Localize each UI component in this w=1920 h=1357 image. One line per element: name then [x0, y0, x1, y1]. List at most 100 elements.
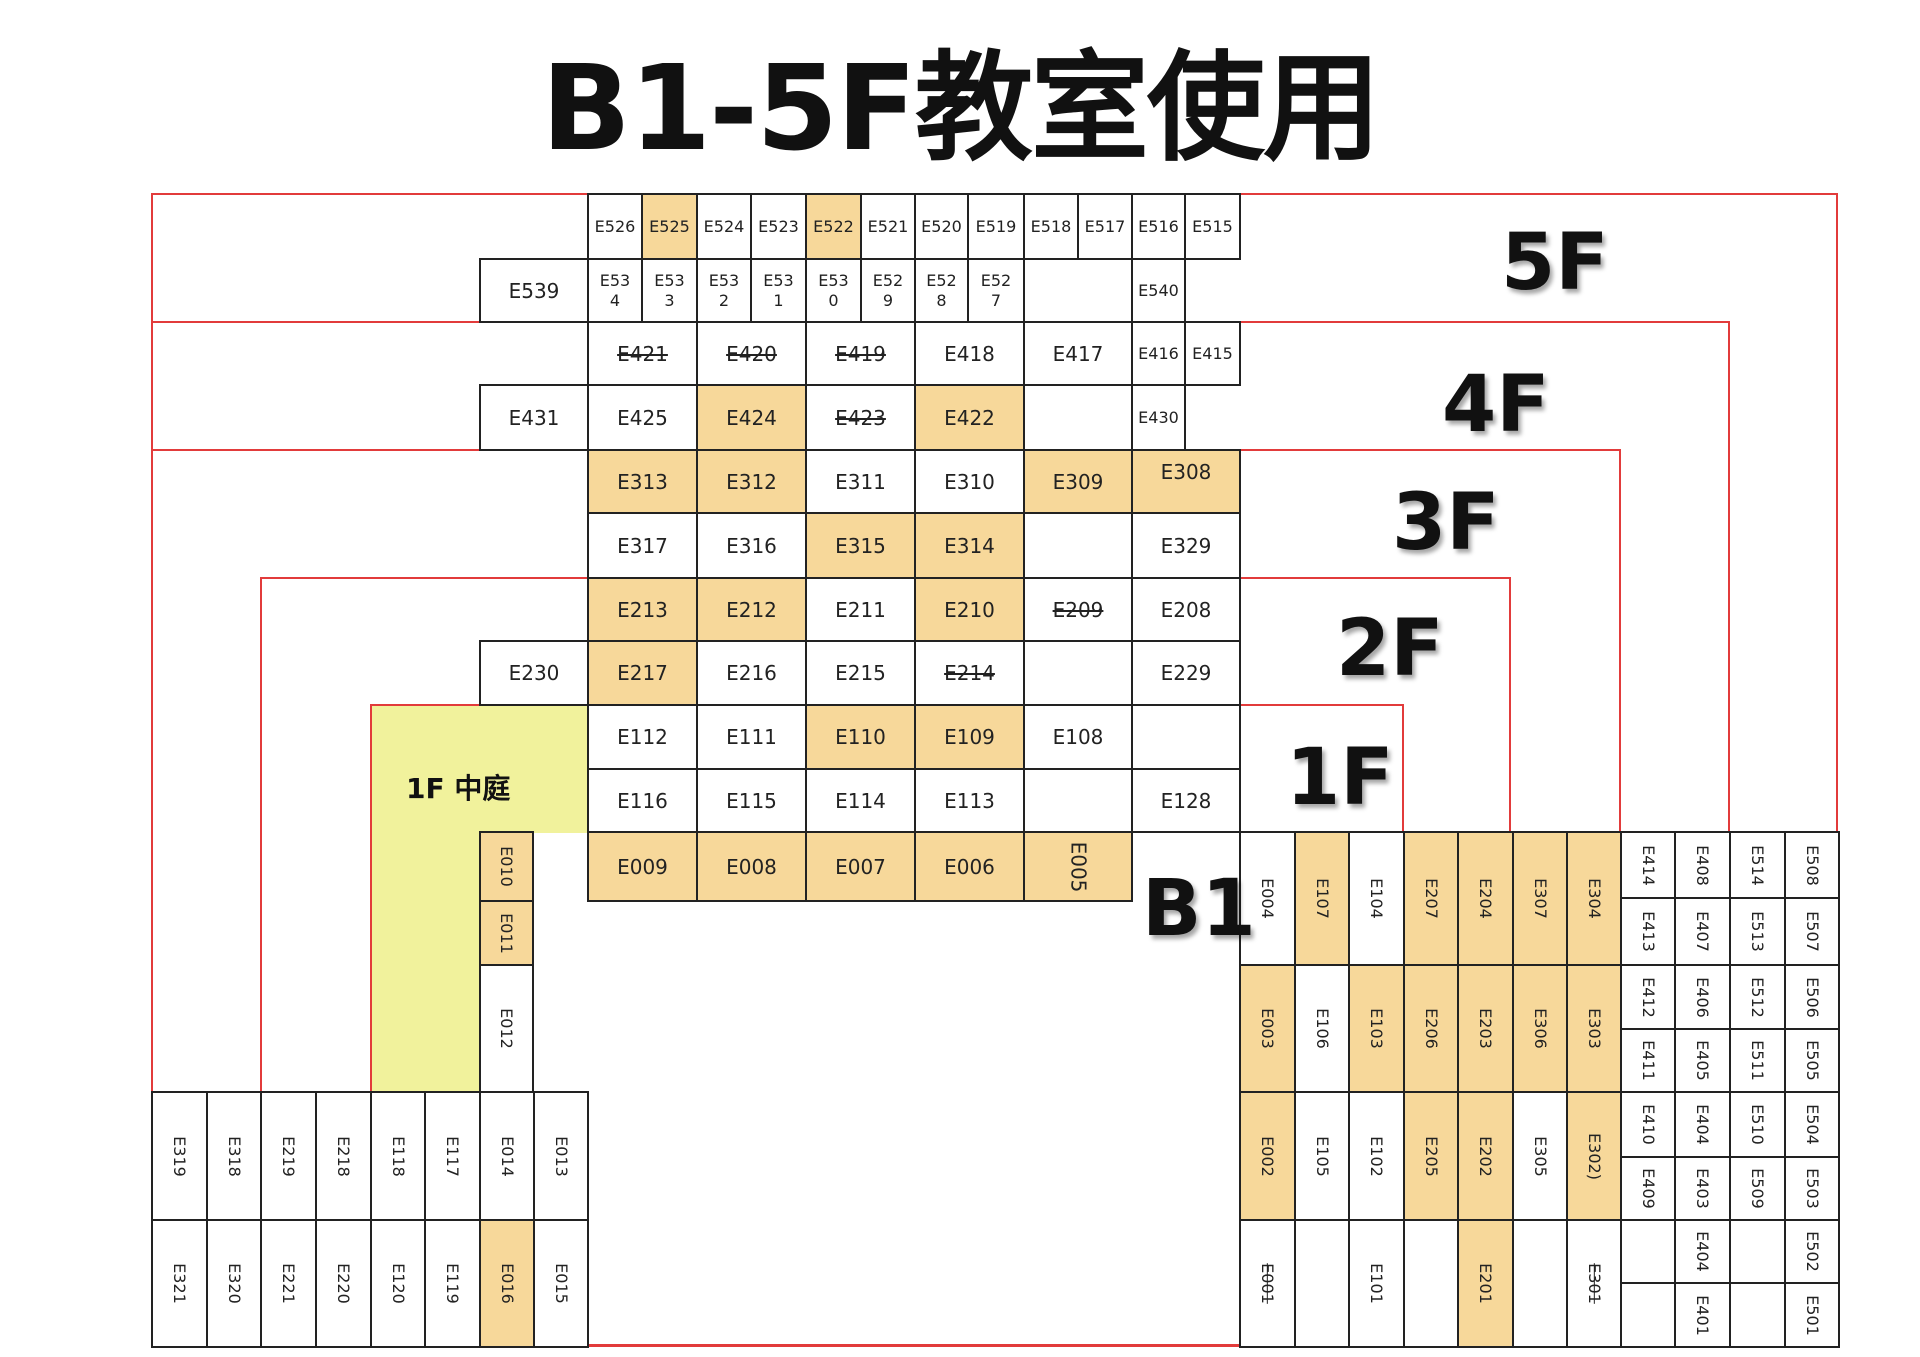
room-label: E518	[1030, 217, 1072, 236]
room-cell: E403	[1674, 1156, 1731, 1221]
room-cell: E502	[1784, 1219, 1840, 1284]
room-cell: E516	[1131, 193, 1186, 260]
room-cell: E120	[370, 1219, 426, 1348]
room-cell: E312	[696, 449, 807, 514]
room-label: E418	[944, 341, 995, 366]
room-label: E016	[497, 1263, 517, 1304]
room-cell: E305	[1512, 1091, 1568, 1221]
room-label: E316	[726, 533, 777, 558]
room-label: E211	[835, 597, 886, 622]
room-label: E421	[617, 341, 668, 366]
room-cell: E204	[1457, 831, 1514, 966]
room-label: E305	[1530, 1135, 1550, 1177]
room-cell: E521	[860, 193, 916, 260]
room-label: E539	[508, 278, 560, 303]
room-label: E229	[1160, 661, 1212, 685]
room-label: E411	[1638, 1040, 1658, 1081]
room-label: E205	[1421, 1135, 1441, 1177]
room-label: E329	[1160, 533, 1212, 558]
courtyard-label: 1F 中庭	[406, 772, 511, 805]
room-label: E113	[944, 788, 995, 813]
room-cell: E314	[914, 512, 1025, 579]
floor-label-5f: 5F	[1501, 218, 1609, 308]
room-cell: E104	[1348, 831, 1405, 966]
room-label: E002	[1258, 1135, 1277, 1177]
room-label: E112	[617, 725, 668, 749]
room-cell: E303	[1566, 964, 1622, 1093]
room-label: E507	[1802, 911, 1822, 952]
room-label: E101	[1367, 1263, 1386, 1304]
room-cell: E116	[587, 768, 698, 833]
room-label: E304	[1584, 878, 1604, 919]
room-label: E431	[508, 405, 560, 430]
room-cell: E210	[914, 577, 1025, 642]
room-label: E220	[334, 1263, 353, 1304]
room-cell: E504	[1784, 1091, 1840, 1158]
empty-cell	[1403, 1219, 1459, 1348]
room-label: E105	[1312, 1135, 1332, 1177]
room-label: E314	[944, 533, 995, 558]
room-label: E417	[1052, 341, 1104, 366]
room-cell: E016	[479, 1219, 535, 1348]
room-cell: E518	[1023, 193, 1079, 260]
room-label: E315	[835, 533, 886, 558]
room-cell: E406	[1674, 964, 1731, 1030]
room-cell: E318	[206, 1091, 262, 1221]
room-label: E013	[551, 1135, 571, 1177]
room-cell: E410	[1620, 1091, 1676, 1158]
room-cell: E421	[587, 321, 698, 386]
room-cell: E115	[696, 768, 807, 833]
room-label: E106	[1312, 1008, 1332, 1049]
room-cell: E511	[1729, 1028, 1786, 1093]
room-cell: E420	[696, 321, 807, 386]
room-label: E230	[508, 661, 560, 685]
room-label: E425	[617, 405, 668, 430]
room-label: E409	[1638, 1168, 1658, 1209]
room-label: E419	[835, 341, 886, 366]
room-cell: E404	[1674, 1219, 1731, 1284]
room-label: E406	[1693, 976, 1712, 1018]
room-label: E515	[1192, 217, 1233, 236]
room-label: E216	[726, 661, 777, 685]
room-cell: E523	[750, 193, 807, 260]
room-cell: E507	[1784, 897, 1840, 966]
room-cell: E508	[1784, 831, 1840, 899]
room-label: E213	[617, 597, 668, 622]
room-cell: E407	[1674, 897, 1731, 966]
room-cell: E106	[1294, 964, 1350, 1093]
room-cell: E319	[151, 1091, 208, 1221]
room-cell: E329	[1131, 512, 1241, 579]
room-label: E221	[279, 1263, 298, 1304]
room-cell: E539	[479, 258, 589, 323]
empty-cell	[1512, 1219, 1568, 1348]
room-cell: E118	[370, 1091, 426, 1221]
room-cell: E203	[1457, 964, 1514, 1093]
room-cell: E404	[1674, 1091, 1731, 1158]
floor-label-2f: 2F	[1336, 604, 1444, 694]
room-label: E204	[1476, 878, 1495, 919]
room-cell: E205	[1403, 1091, 1459, 1221]
room-cell: E108	[1023, 704, 1133, 770]
room-label: E405	[1693, 1040, 1712, 1081]
room-cell: E501	[1784, 1282, 1840, 1348]
room-cell: E209	[1023, 577, 1133, 642]
room-label: E509	[1748, 1168, 1767, 1209]
room-cell: E313	[587, 449, 698, 514]
room-cell: E109	[914, 704, 1025, 770]
empty-cell	[1023, 640, 1133, 706]
room-label: E512	[1748, 976, 1767, 1018]
room-cell: E311	[805, 449, 916, 514]
room-label: E010	[497, 846, 516, 887]
room-label: E404	[1693, 1104, 1712, 1145]
room-cell: E002	[1239, 1091, 1296, 1221]
room-label: E006	[944, 854, 995, 879]
room-cell: E304	[1566, 831, 1622, 966]
room-label: E408	[1693, 844, 1712, 886]
room-label: E502	[1802, 1231, 1822, 1272]
room-cell: E211	[805, 577, 916, 642]
